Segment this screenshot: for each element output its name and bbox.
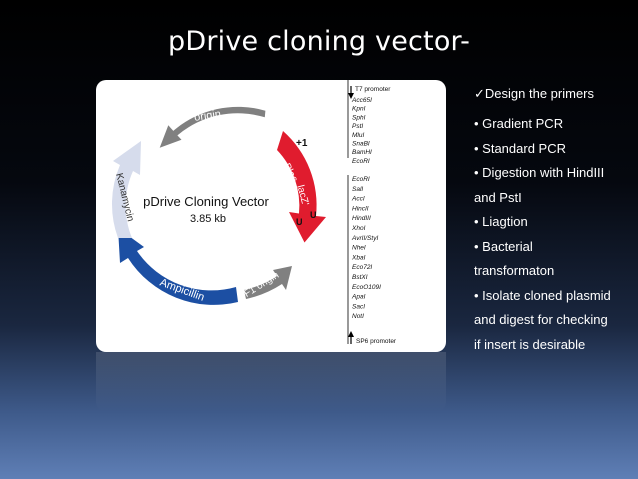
lacz-segment: [277, 131, 326, 243]
slide-title: pDrive cloning vector-: [168, 26, 471, 57]
restriction-site-label: HindIII: [352, 215, 371, 222]
u-right-label: U: [310, 210, 317, 220]
restriction-site-label: EcoRI: [352, 176, 370, 183]
bullet-item: transformaton: [474, 263, 555, 278]
restriction-site-label: XhoI: [351, 225, 366, 232]
plus-one-label: +1: [296, 138, 308, 149]
restriction-site-label: AvrII/StyI: [351, 235, 378, 242]
lacz-label: lacZ': [294, 184, 310, 207]
bullet-list: ✓Design the primers • Gradient PCR • Sta…: [474, 84, 636, 357]
plasmid-map-diagram: origin Plac lacZ' F1 origin Ampicillin K…: [111, 80, 397, 345]
restriction-site-label: BstXI: [352, 274, 368, 281]
kanamycin-segment: [111, 141, 141, 238]
restriction-site-label: EcoRI: [352, 158, 370, 165]
bullet-item: • Gradient PCR: [474, 116, 564, 131]
restriction-site-label: XbaI: [351, 254, 366, 261]
bullet-item: • Standard PCR: [474, 140, 566, 156]
restriction-site-label: Eco72I: [352, 264, 372, 271]
ampicillin-segment: [118, 228, 238, 305]
restriction-site-label: EcoO109I: [352, 284, 381, 291]
restriction-site-label: SphI: [352, 114, 366, 121]
bullet-item: • Liagtion: [474, 214, 528, 229]
restriction-site-label: KpnI: [352, 106, 366, 113]
bullet-text: Design the primers: [484, 86, 595, 101]
u-left-label: U: [296, 217, 303, 227]
origin-label: origin: [193, 108, 221, 124]
origin-segment: [159, 106, 266, 148]
restriction-site-label: NheI: [352, 245, 366, 252]
vector-name: pDrive Cloning Vector: [143, 194, 269, 209]
check-mark-icon: ✓: [474, 86, 485, 101]
restriction-site-label: SacI: [352, 303, 365, 310]
restriction-site-label: PstI: [352, 123, 363, 130]
bullet-item: if insert is desirable: [474, 336, 586, 352]
bullet-item: • Bacterial: [474, 238, 533, 254]
figure-reflection: [96, 352, 446, 412]
sp6-promoter-label: SP6 promoter: [356, 338, 397, 345]
restriction-site-label: BamHI: [352, 149, 372, 156]
restriction-site-label: ApaI: [351, 294, 366, 301]
restriction-site-label: AccI: [351, 196, 365, 203]
restriction-site-label: MluI: [352, 132, 364, 139]
lower-restriction-sites: EcoRI SalI AccI HincII HindIII XhoI AvrII/StyI…: [351, 176, 381, 320]
f1-origin-segment: [244, 266, 292, 299]
restriction-site-label: SnaBI: [352, 141, 370, 148]
restriction-site-label: NotI: [352, 313, 364, 320]
bullet-item: and PstI: [474, 189, 522, 205]
vector-size: 3.85 kb: [190, 213, 226, 225]
bullet-item: • Digestion with HindIII: [474, 165, 605, 180]
t7-promoter-label: T7 promoter: [355, 86, 391, 93]
plasmid-map-figure: origin Plac lacZ' F1 origin Ampicillin K…: [96, 80, 446, 352]
restriction-site-label: Acc65I: [351, 97, 372, 104]
bullet-item: and digest for checking: [474, 312, 608, 327]
restriction-site-label: HincII: [352, 205, 369, 212]
bullet-item: • Isolate cloned plasmid: [474, 287, 611, 303]
bullet-item: ✓Design the primers: [474, 84, 636, 112]
restriction-site-label: SalI: [352, 186, 363, 193]
